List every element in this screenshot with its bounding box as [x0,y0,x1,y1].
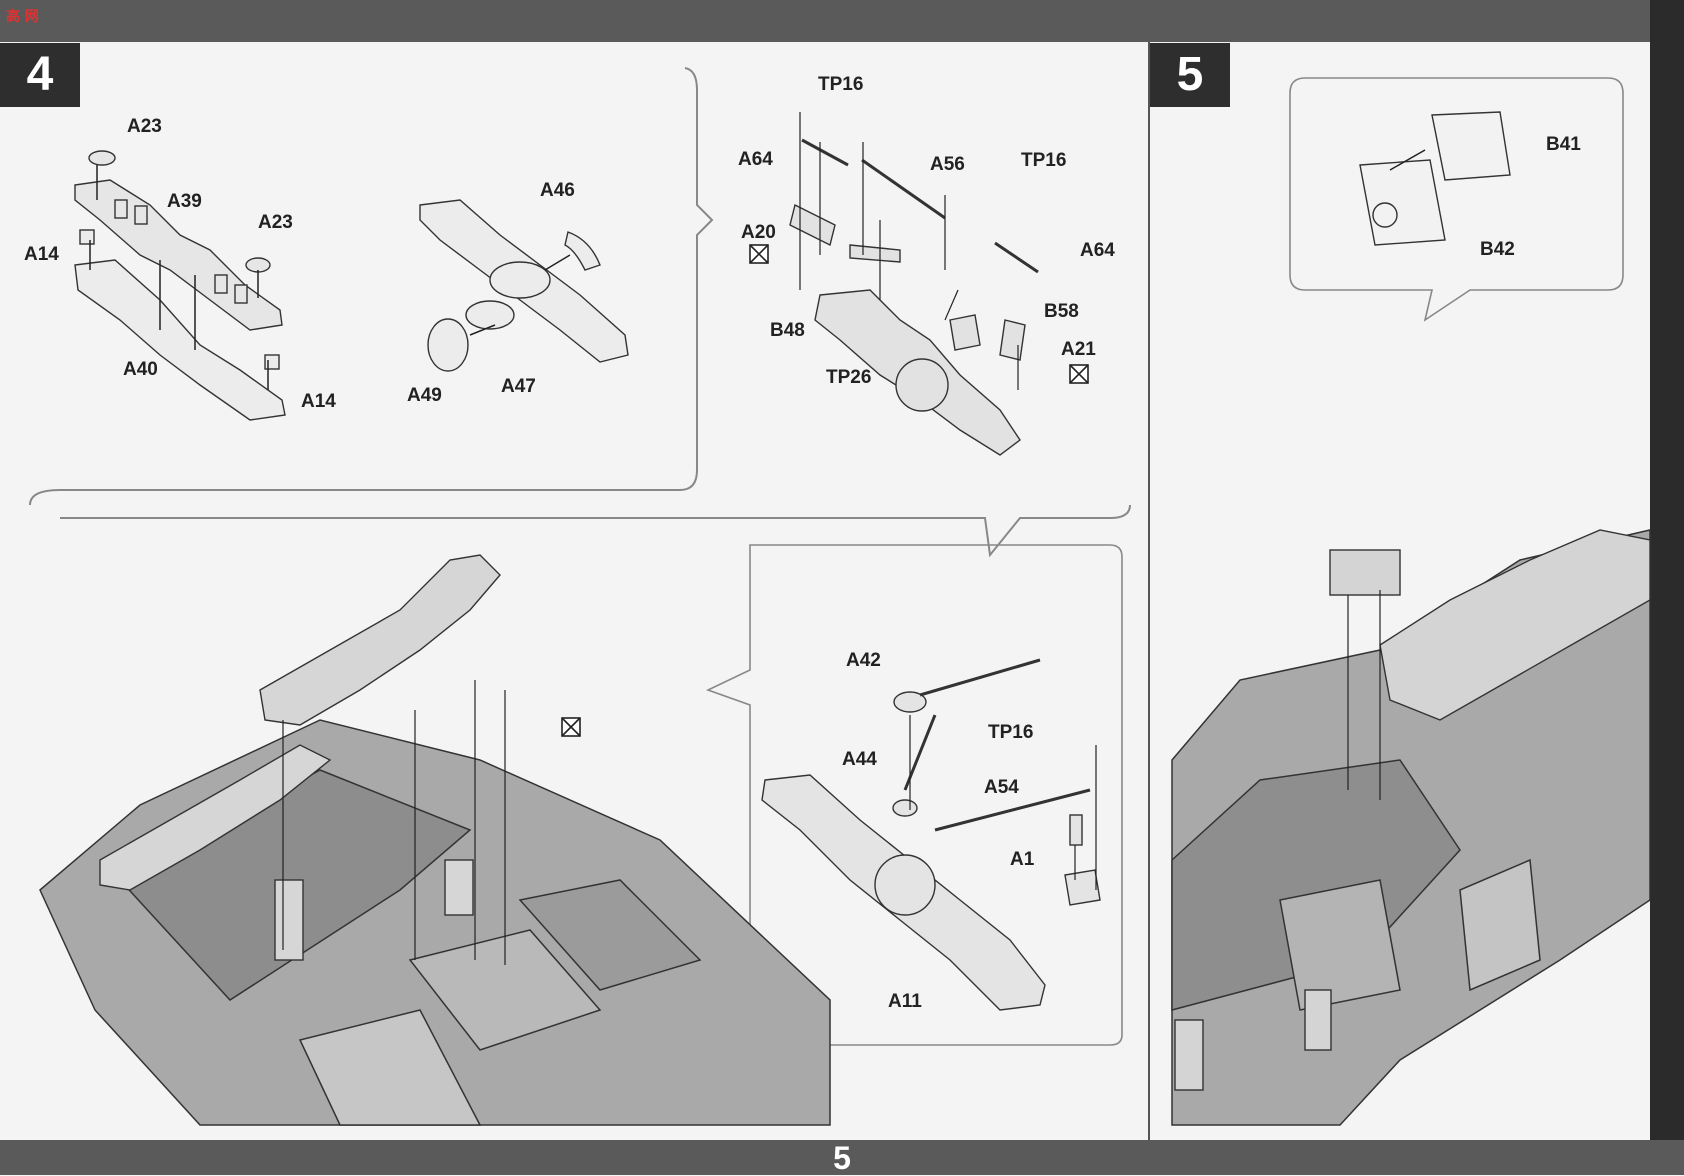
page-edge-shadow [1650,0,1684,1175]
axle-hub-assembly [419,199,629,372]
callout-b42: B42 [1480,239,1515,260]
rods-detail [903,658,1091,832]
vehicle-hull-step5 [1171,529,1651,1126]
x-box-icons [561,244,1089,737]
site-logo: 高 网 [6,9,39,25]
callout-tp16-top: TP16 [818,74,864,95]
suspension-upper [99,554,501,961]
vehicle-hull-step4 [39,719,831,1126]
suspension-step5 [1174,529,1651,1091]
part-arrows-hub [469,254,571,336]
step4-subassembly-frame [29,67,1131,558]
bottom-bar [0,1140,1684,1175]
axle-beam-a39 [74,150,283,331]
step-5-badge: 5 [1150,43,1230,107]
top-bar [0,0,1684,42]
callout-a20: A20 [741,222,776,243]
callout-a21: A21 [1061,339,1096,360]
step-4-badge: 4 [0,43,80,107]
callout-b48: B48 [770,320,805,341]
step-divider [1148,42,1150,1140]
callout-a1: A1 [1010,849,1035,870]
callout-a64-right: A64 [1080,240,1115,261]
callout-a46: A46 [540,180,575,201]
page-number: 5 [833,1140,851,1176]
callout-a64-left: A64 [738,149,773,170]
callout-a49: A49 [407,385,442,406]
gearbox-b41-b42 [1359,111,1511,246]
callout-a56: A56 [930,154,965,175]
callout-tp16-lower: TP16 [988,722,1034,743]
callout-a47: A47 [501,376,536,397]
callout-tp16-right: TP16 [1021,150,1067,171]
part-arrows-step4-right [799,112,1019,390]
part-arrows-step4 [89,165,269,390]
rear-axle-detail [761,691,1101,1011]
guide-lines-step5 [1347,590,1381,800]
callout-tp26: TP26 [826,367,872,388]
step5-detail-frame [1289,77,1624,322]
callout-a42: A42 [846,650,881,671]
callout-a11: A11 [888,991,922,1012]
front-axle-assembly [789,203,1026,456]
callout-b41: B41 [1546,134,1581,155]
callout-b58: B58 [1044,301,1079,322]
callout-a14-left: A14 [24,244,59,265]
callout-a23-right: A23 [258,212,293,233]
callout-a39: A39 [167,191,202,212]
part-arrows-detail [909,715,1097,890]
link-rods [801,138,1039,274]
arrow-b41 [1389,149,1426,171]
assembly-guide-lines [282,680,506,965]
callout-a40: A40 [123,359,158,380]
callout-a23-top: A23 [127,116,162,137]
callout-a54: A54 [984,777,1019,798]
callout-a14-bottom: A14 [301,391,336,412]
callout-a44: A44 [842,749,877,770]
